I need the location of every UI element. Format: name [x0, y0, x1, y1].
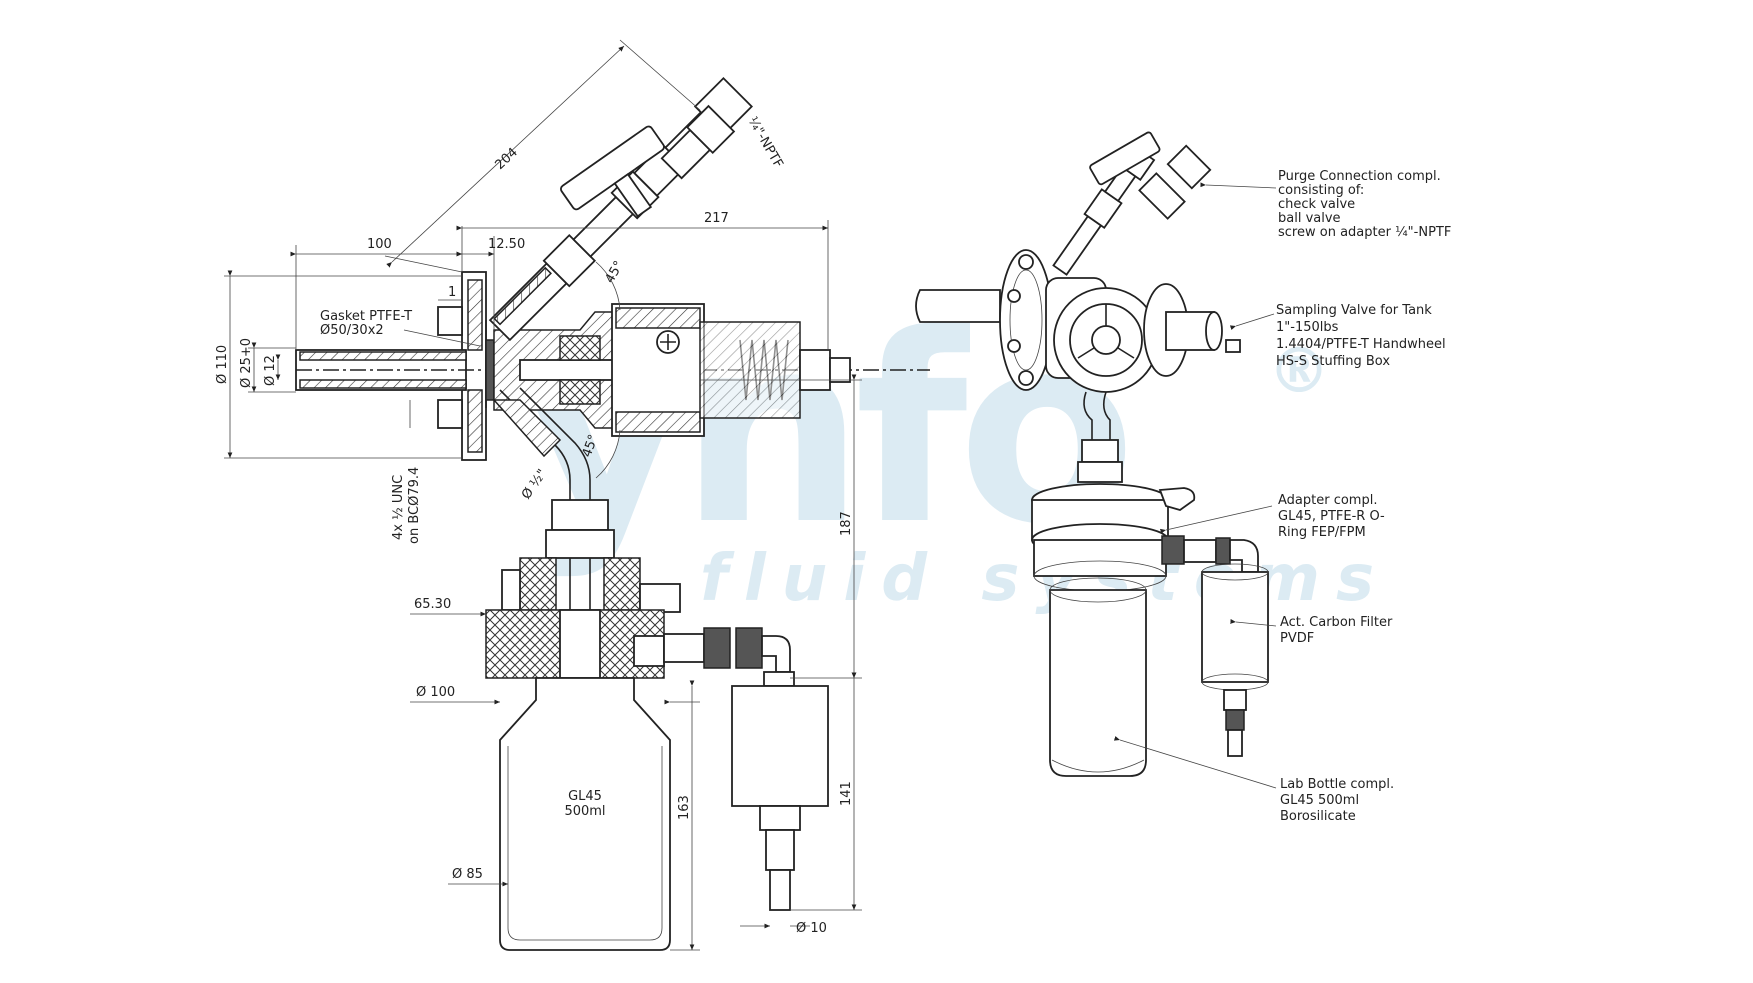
callout-filter-line2: PVDF: [1280, 631, 1314, 646]
bottle-label-line2: 500ml: [564, 804, 605, 819]
callout-adapter-line2: GL45, PTFE-R O-: [1278, 509, 1385, 524]
callout-purge: Purge Connection compl. consisting of: c…: [1278, 169, 1451, 240]
callout-adapter-line1: Adapter compl.: [1278, 493, 1377, 508]
lab-bottle: [499, 677, 671, 951]
callout-sampling-valve: Sampling Valve for Tank 1"-150lbs 1.4404…: [1276, 303, 1446, 369]
dim-unc-line1: 4x ½ UNC: [391, 475, 406, 540]
gasket-label-line2: Ø50/30x2: [320, 323, 384, 338]
dim-dia-10: Ø 10: [796, 921, 827, 936]
bottle-label-line1: GL45: [568, 789, 602, 804]
filter-elbow: [761, 635, 791, 673]
callout-purge-line5: screw on adapter ¼"-NPTF: [1278, 225, 1451, 240]
dim-dia-12: Ø 12: [263, 355, 278, 386]
dim-unc-line2: on BCØ79.4: [407, 467, 422, 544]
callout-valve-line2: 1"-150lbs: [1276, 320, 1339, 335]
iso-lab-bottle: [1049, 589, 1147, 777]
gasket-label-line1: Gasket PTFE-T: [320, 309, 412, 324]
section-drawing: GL45 500ml: [215, 39, 930, 951]
iso-flange: [999, 249, 1053, 391]
callout-purge-line2: consisting of:: [1278, 183, 1364, 198]
flange-bolt-bottom: [437, 399, 463, 429]
dim-dia-25: Ø 25+0: [239, 338, 254, 388]
iso-filter-connector: [1161, 535, 1185, 565]
iso-filter-outlet: [1227, 729, 1243, 757]
dim-angle-45-bottom: 45°: [580, 433, 602, 460]
callout-bottle-line3: Borosilicate: [1280, 809, 1356, 824]
dim-204: 204: [492, 145, 520, 173]
dim-100: 100: [367, 237, 392, 252]
isometric-view: [915, 131, 1277, 789]
flange-bolt-top: [437, 306, 463, 336]
spring-housing: [699, 321, 801, 419]
callout-purge-line3: check valve: [1278, 197, 1355, 212]
tube-fitting: [551, 499, 609, 531]
dim-217: 217: [704, 211, 729, 226]
filter-connector-1: [663, 633, 705, 663]
iso-carbon-filter: [1201, 571, 1269, 683]
callout-purge-line1: Purge Connection compl.: [1278, 169, 1441, 184]
dim-dia-110: Ø 110: [215, 345, 230, 384]
side-port: [639, 583, 681, 613]
filter-outlet: [769, 869, 791, 911]
callout-adapter-line3: Ring FEP/FPM: [1278, 525, 1366, 540]
carbon-filter: [731, 685, 829, 807]
dim-163: 163: [677, 795, 692, 820]
callout-filter: Act. Carbon Filter PVDF: [1280, 615, 1393, 646]
dim-dia-100: Ø 100: [416, 685, 455, 700]
iso-dip-tube: [915, 289, 1001, 323]
callout-filter-line1: Act. Carbon Filter: [1280, 615, 1393, 630]
dim-dia-85: Ø 85: [452, 867, 483, 882]
dim-12-50: 12.50: [488, 237, 525, 252]
iso-purge-handle: [1089, 131, 1161, 186]
callout-bottle-line1: Lab Bottle compl.: [1280, 777, 1394, 792]
purge-adapter: [660, 104, 736, 180]
flange-section-bottom: [467, 389, 483, 453]
callout-valve-line3: 1.4404/PTFE-T Handwheel: [1276, 337, 1446, 352]
gasket: [485, 339, 495, 401]
spindle-end: [799, 349, 831, 391]
dimension-lines: [224, 39, 862, 951]
callout-valve-line4: HS-S Stuffing Box: [1276, 354, 1390, 369]
packing-bottom: [559, 379, 601, 405]
dim-187: 187: [839, 511, 854, 536]
iso-purge-fitting: [1138, 172, 1186, 220]
dim-npt-quarter: ¼"-NPTF: [745, 115, 786, 171]
flange-section-top: [467, 279, 483, 351]
packing-top: [559, 335, 601, 361]
dim-65-30: 65.30: [414, 597, 451, 612]
dim-1: 1: [448, 285, 456, 300]
dim-141: 141: [839, 781, 854, 806]
watermark-registered: ®: [1268, 334, 1330, 407]
callout-valve-line1: Sampling Valve for Tank: [1276, 303, 1432, 318]
callout-adapter: Adapter compl. GL45, PTFE-R O- Ring FEP/…: [1278, 493, 1385, 540]
iso-tube-nut: [1081, 439, 1119, 463]
callout-lab-bottle: Lab Bottle compl. GL45 500ml Borosilicat…: [1280, 777, 1394, 824]
callout-purge-line4: ball valve: [1278, 211, 1341, 226]
callout-bottle-line2: GL45 500ml: [1280, 793, 1359, 808]
